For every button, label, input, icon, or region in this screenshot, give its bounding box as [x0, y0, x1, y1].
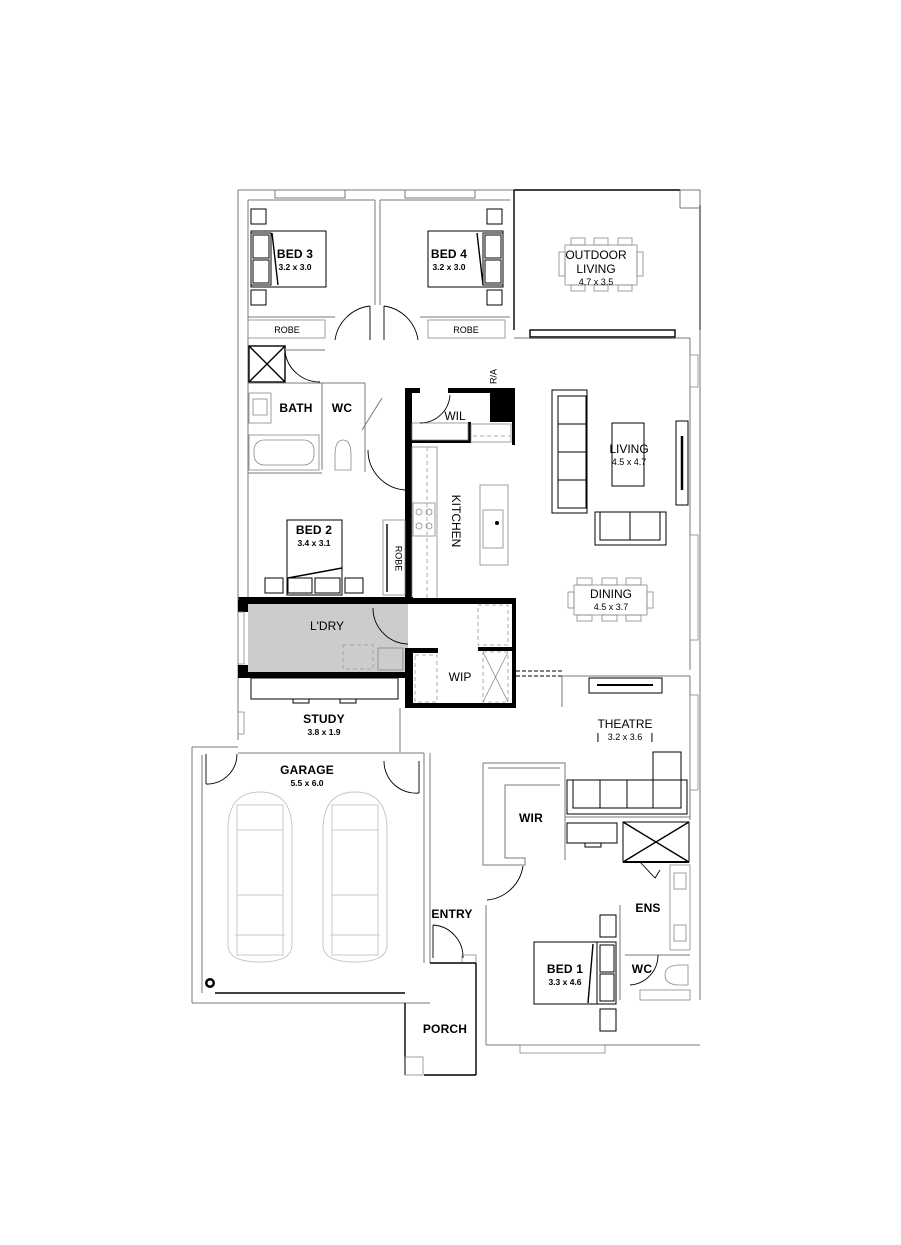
room-robe-bed3: ROBE — [274, 325, 300, 335]
room-dimensions: 5.5 x 6.0 — [290, 778, 324, 788]
room-name: OUTDOOR — [565, 248, 627, 262]
room-name: BED 1 — [546, 962, 584, 976]
wip-area — [405, 598, 562, 708]
room-ensuite: ENS — [635, 901, 661, 915]
bath-wc-area — [248, 345, 406, 491]
room-ra: R/A — [488, 368, 499, 385]
room-garage: GARAGE 5.5 x 6.0 — [280, 764, 334, 788]
room-name-line2: LIVING — [576, 262, 616, 276]
room-dimensions: 4.5 x 3.7 — [593, 602, 629, 612]
room-ensuite-wc: WC — [631, 962, 653, 976]
room-bed2: BED 2 3.4 x 3.1 — [296, 524, 332, 548]
room-name: GARAGE — [280, 763, 334, 777]
room-dining: DINING 4.5 x 3.7 — [590, 588, 632, 612]
outdoor-table — [558, 237, 644, 292]
room-name: BED 2 — [295, 523, 333, 537]
laundry-area — [237, 604, 413, 706]
wir-area — [482, 762, 618, 901]
room-name: LIVING — [609, 442, 649, 456]
room-dimensions: 3.2 x 3.0 — [432, 262, 466, 272]
kitchen-walls — [238, 388, 515, 604]
bed1-furniture — [519, 914, 617, 1054]
room-name: BED 4 — [430, 247, 468, 261]
room-porch: PORCH — [422, 1022, 468, 1036]
garage-area — [191, 746, 431, 1004]
room-dimensions: 3.4 x 3.1 — [297, 538, 331, 548]
room-name: STUDY — [303, 712, 345, 726]
study-area — [237, 677, 401, 752]
room-wc: WC — [331, 401, 353, 415]
room-wir: WIR — [519, 811, 543, 825]
room-entry: ENTRY — [431, 907, 473, 921]
room-theatre: THEATRE 3.2 x 3.6 — [597, 717, 653, 742]
room-dimensions: 3.2 x 3.6 — [597, 733, 653, 742]
car-right — [322, 791, 388, 963]
bed2-furniture — [237, 480, 406, 600]
bed3-furniture — [247, 208, 327, 339]
room-living: LIVING 4.5 x 4.7 — [609, 443, 648, 467]
room-outdoor-living: OUTDOOR LIVING 4.7 x 3.5 — [565, 249, 626, 287]
dining-table — [567, 577, 654, 622]
room-name: THEATRE — [597, 717, 653, 731]
room-dimensions: 4.5 x 4.7 — [611, 457, 647, 467]
room-name: DINING — [590, 587, 632, 601]
ensuite-area — [619, 821, 691, 1001]
theatre-area — [561, 675, 699, 818]
room-dimensions: 4.7 x 3.5 — [578, 277, 614, 287]
room-robe-bed2: ROBE — [393, 545, 404, 572]
room-dimensions: 3.8 x 1.9 — [307, 727, 341, 737]
room-dimensions: 3.2 x 3.0 — [278, 262, 312, 272]
car-left — [227, 791, 293, 963]
room-robe-bed4: ROBE — [453, 325, 479, 335]
room-dimensions: 3.3 x 4.6 — [548, 977, 582, 987]
room-kitchen: KITCHEN — [449, 494, 463, 548]
room-bed3: BED 3 3.2 x 3.0 — [277, 248, 313, 272]
bed4-furniture — [427, 208, 506, 339]
room-name: BED 3 — [276, 247, 314, 261]
room-bed4: BED 4 3.2 x 3.0 — [431, 248, 467, 272]
room-wip: WIP — [448, 670, 472, 684]
room-laundry: L'DRY — [309, 619, 345, 633]
room-study: STUDY 3.8 x 1.9 — [303, 713, 345, 737]
living-furniture — [551, 354, 699, 641]
room-wil: WIL — [444, 409, 466, 423]
room-bath: BATH — [279, 401, 313, 415]
bed-doors — [334, 305, 419, 341]
room-bed1: BED 1 3.3 x 4.6 — [547, 963, 583, 987]
